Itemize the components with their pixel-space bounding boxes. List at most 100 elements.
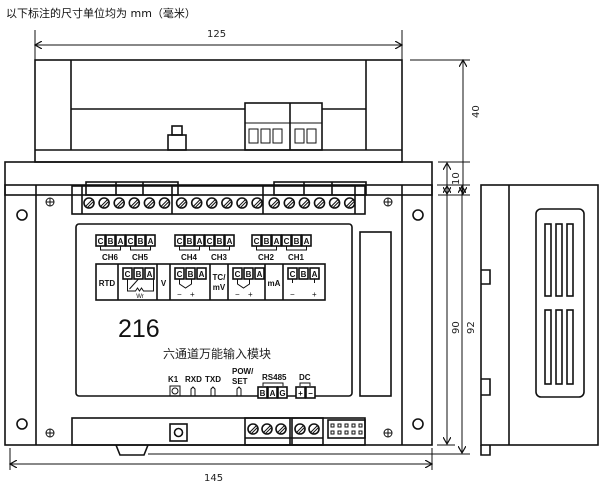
screw-icon [45,197,393,438]
mode-label: RTD [99,279,116,288]
pin-letter: C [177,270,183,279]
screw-icon [221,197,233,209]
button-icon [167,134,187,151]
terminal-pin [185,267,196,280]
screw-icon [83,197,95,209]
mode-label: V [161,279,167,288]
mount-hole-icon [412,418,424,430]
pin-letter: C [207,237,213,246]
module-name: 六通道万能输入模块 [163,346,271,361]
screw-icon [158,197,171,209]
pin-letter: A [270,389,276,398]
screw-icon [298,197,311,209]
screw-icon [294,423,306,435]
pin-letter: C [290,270,296,279]
terminal-pin [254,267,265,280]
pin-letter: A [148,237,154,246]
pin-letter: B [188,270,194,279]
rxd-led-icon [190,386,196,397]
channel-label: CH5 [132,253,149,262]
pin-letter: B [136,270,142,279]
pow-led-icon [236,386,242,397]
pin-letter: G [279,389,285,398]
rs485-pin [257,386,268,399]
polarity-minus: − [290,290,295,299]
terminal-pin [184,234,195,247]
screw-icon [236,197,248,209]
terminal-pin [243,267,254,280]
txd-led-icon [210,386,216,397]
side-view [480,184,599,456]
pin-letter: B [246,270,252,279]
screw-icon [251,197,263,209]
pin-letter: A [147,270,153,279]
terminal-pin [261,234,272,247]
dc-pin [305,386,316,399]
pin-letter: + [298,389,303,398]
pin-letter: A [312,270,318,279]
screw-icon [113,197,125,209]
pow-label: POW/ [232,367,254,376]
mount-hole-icon [16,418,28,430]
vent-grille [535,208,585,398]
pin-letter: A [118,237,124,246]
terminal-pin [135,234,146,247]
screw-icon [283,197,296,209]
rs485-pin [267,386,278,399]
polarity-plus: + [248,290,253,299]
rs485-label: RS485 [262,373,287,382]
pin-letter: C [284,237,290,246]
screw-icon [313,197,326,209]
channel-label: CH3 [211,253,228,262]
channel-label: CH4 [181,253,198,262]
mode-label: TC/ [213,273,227,282]
polarity-minus: − [177,290,182,299]
pin-letter: B [108,237,114,246]
screw-icon [308,423,320,435]
channel-label: CH2 [258,253,275,262]
resistor-label: Wr [136,294,144,300]
dimension-92: 92 [466,321,477,334]
reset-button-icon [169,423,188,442]
screw-icon [98,197,110,209]
pin-letter: − [308,389,313,398]
pin-letter: C [235,270,241,279]
pin-letter: A [199,270,205,279]
dimension-40: 40 [471,105,482,118]
pin-header-icon [327,419,366,439]
channel-label: CH6 [102,253,119,262]
rxd-label: RXD [185,375,202,384]
screw-icon [268,197,281,209]
pin-letter: A [257,270,263,279]
set-label: SET [232,377,248,386]
polarity-minus: − [235,290,240,299]
terminal-pin [144,267,155,280]
pin-letter: B [294,237,300,246]
mount-hole-icon [412,209,424,221]
txd-label: TXD [205,375,221,384]
din-clip-icon [115,444,149,456]
terminal-pin [291,234,302,247]
channel-label: CH1 [288,253,305,262]
screw-icon [275,423,287,435]
pin-letter: A [274,237,280,246]
dimension-125: 125 [207,29,226,40]
pin-letter: A [227,237,233,246]
pin-letter: B [187,237,193,246]
pin-letter: B [217,237,223,246]
model-number: 216 [118,315,160,343]
dimension-145: 145 [204,473,223,484]
top-view: 125 40 10 [4,29,482,196]
mode-label: mV [213,283,226,292]
polarity-plus: + [190,290,195,299]
k1-button-icon [169,385,181,397]
mount-hole-icon [16,209,28,221]
dc-pin [295,386,306,399]
screw-icon [247,423,259,435]
dimension-90: 90 [451,321,462,334]
